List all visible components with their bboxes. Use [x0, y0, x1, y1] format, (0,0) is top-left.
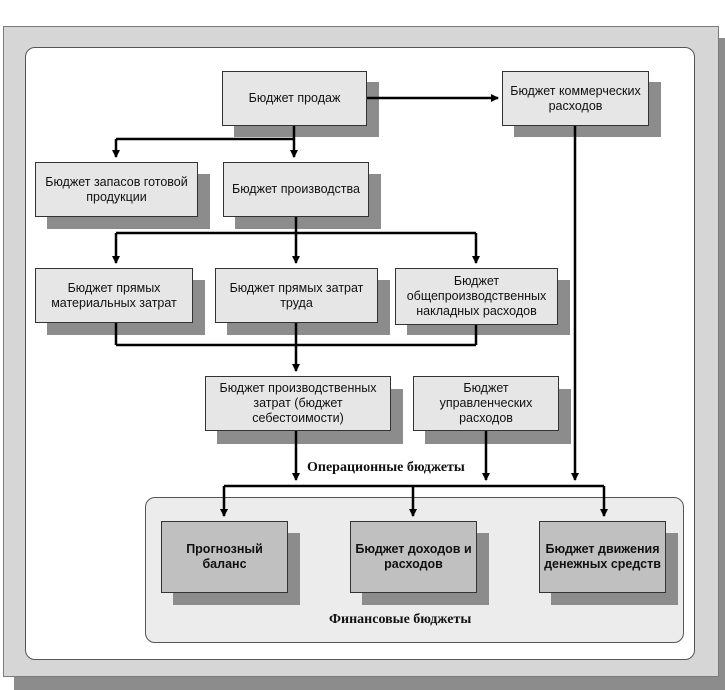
- sales-budget-box: Бюджет продаж: [222, 71, 367, 126]
- production-budget-box: Бюджет производства: [223, 162, 369, 217]
- direct-materials-budget-box: Бюджет прямых материальных затрат: [35, 268, 193, 323]
- overhead-budget-box: Бюджет общепроизводственных накладных ра…: [395, 268, 558, 325]
- cash-flow-budget-box: Бюджет движения денежных средств: [539, 521, 666, 593]
- inventory-budget-box: Бюджет запасов готовой продукции: [35, 162, 198, 217]
- forecast-balance-box: Прогнозный баланс: [161, 521, 288, 593]
- production-cost-budget-box: Бюджет производственных затрат (бюджет с…: [205, 376, 391, 431]
- operational-budgets-label: Операционные бюджеты: [307, 460, 465, 475]
- direct-labor-budget-box: Бюджет прямых затрат труда: [215, 268, 378, 323]
- financial-budgets-label: Финансовые бюджеты: [329, 612, 472, 627]
- admin-expenses-budget-box: Бюджет управленческих расходов: [413, 376, 559, 431]
- commercial-expenses-budget-box: Бюджет коммерческих расходов: [502, 71, 649, 126]
- income-expenses-budget-box: Бюджет доходов и расходов: [350, 521, 477, 593]
